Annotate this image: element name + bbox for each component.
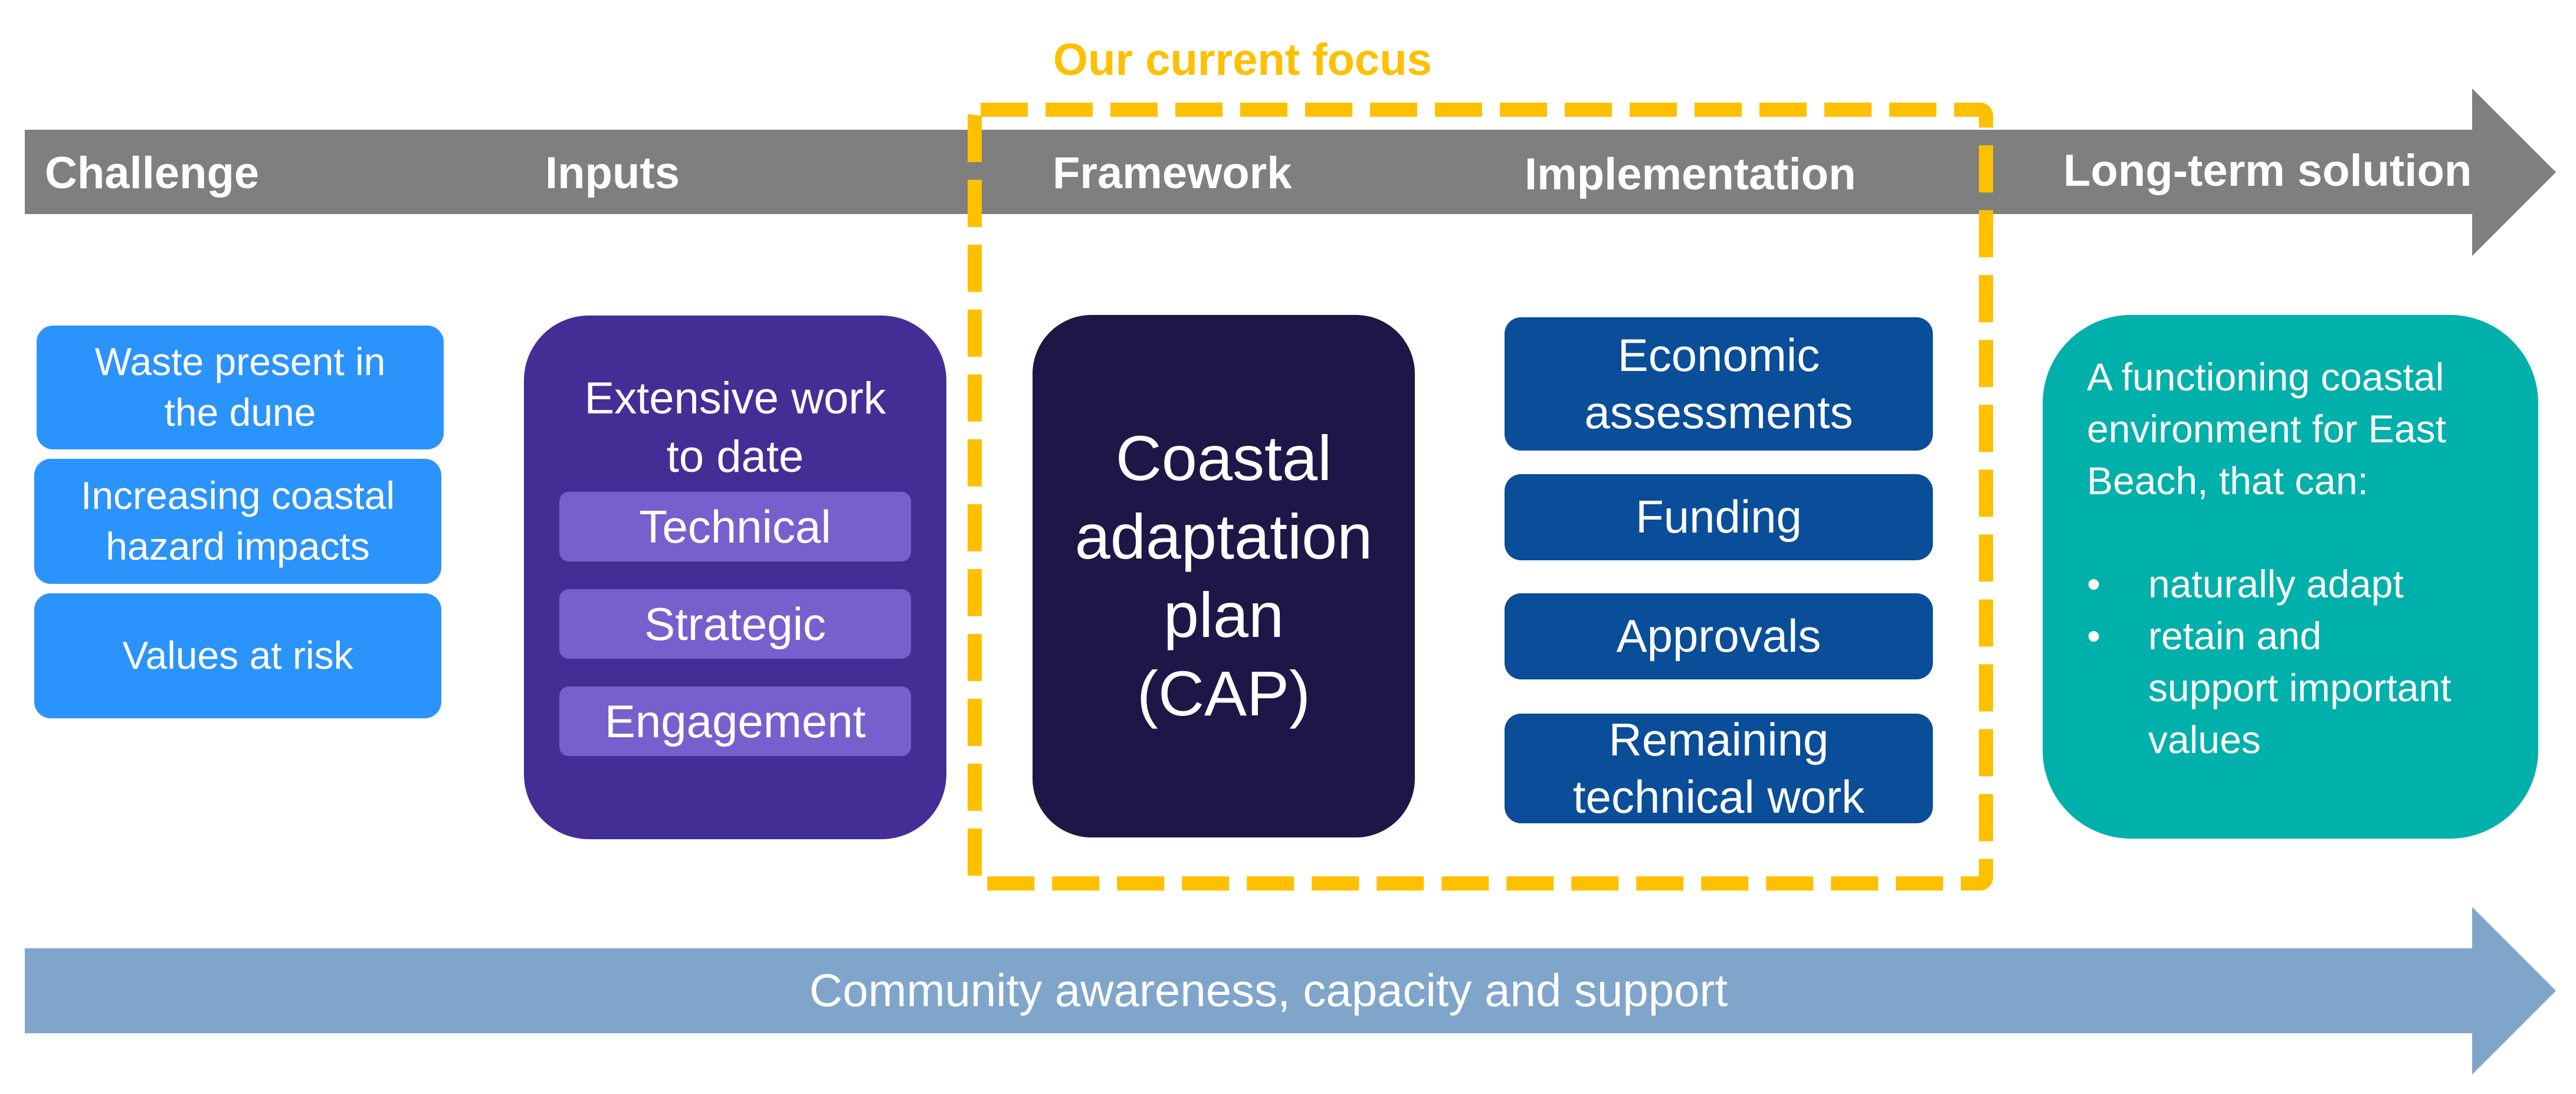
inputs-panel: Extensive work to date Technical Strateg…: [524, 316, 946, 839]
cap-text-line: Coastal: [1115, 422, 1332, 494]
challenge-text-line: Values at risk: [122, 633, 353, 678]
implementation-text-line: Approvals: [1616, 610, 1821, 662]
focus-title: Our current focus: [1053, 35, 1432, 85]
solution-intro-line: Beach, that can:: [2087, 458, 2368, 502]
implementation-text-line: Funding: [1636, 491, 1802, 543]
implementation-text-line: Economic: [1617, 328, 1820, 381]
stage-label-challenge: Challenge: [45, 148, 260, 198]
stage-label-long-term-solution: Long-term solution: [2063, 146, 2472, 196]
implementation-text-line: Remaining: [1608, 713, 1829, 766]
solution-bullet-line: retain and: [2148, 614, 2322, 658]
solution-intro-line: environment for East: [2087, 406, 2446, 451]
solution-bullet-line: naturally adapt: [2148, 562, 2404, 606]
community-arrow-label: Community awareness, capacity and suppor…: [809, 964, 1728, 1016]
cap-box: Coastal adaptation plan (CAP): [1033, 315, 1415, 837]
implementation-box-approvals: Approvals: [1505, 593, 1933, 679]
bullet-icon: •: [2087, 614, 2101, 658]
implementation-text-line: assessments: [1584, 386, 1853, 438]
input-chip-strategic: Strategic: [559, 589, 911, 659]
challenge-box-hazard: Increasing coastal hazard impacts: [34, 459, 441, 584]
challenge-box-values: Values at risk: [34, 593, 441, 718]
focus-frame: [968, 103, 1993, 891]
timeline-arrow-shape: [25, 88, 2556, 256]
stage-label-implementation: Implementation: [1525, 149, 1856, 199]
implementation-box-funding: Funding: [1505, 474, 1933, 560]
inputs-title-line: to date: [666, 431, 804, 482]
challenge-text-line: hazard impacts: [106, 524, 370, 568]
implementation-text-line: technical work: [1572, 771, 1865, 823]
solution-box: A functioning coastal environment for Ea…: [2043, 315, 2538, 839]
stage-label-framework: Framework: [1053, 148, 1292, 198]
solution-intro-line: A functioning coastal: [2087, 355, 2444, 399]
solution-bullet-item: • retain and support important values: [2087, 610, 2452, 766]
challenge-text-line: Waste present in: [94, 340, 386, 384]
cap-text-line: adaptation: [1074, 501, 1373, 573]
solution-bullet-item: • naturally adapt: [2087, 559, 2452, 610]
inputs-title-line: Extensive work: [584, 373, 886, 423]
community-arrow-shape: [25, 907, 2556, 1075]
solution-bullet-line: values: [2148, 717, 2261, 761]
cap-text-line: (CAP): [1137, 657, 1310, 729]
input-chip-engagement: Engagement: [559, 686, 911, 756]
input-chip-technical: Technical: [559, 492, 911, 561]
bullet-icon: •: [2087, 562, 2101, 606]
challenge-box-waste: Waste present in the dune: [37, 326, 444, 449]
implementation-box-remaining: Remaining technical work: [1505, 714, 1933, 823]
solution-bullet-line: support important: [2148, 665, 2452, 709]
implementation-box-economic: Economic assessments: [1505, 317, 1933, 451]
challenge-text-line: Increasing coastal: [81, 474, 395, 518]
solution-bullet-list: • naturally adapt • retain and support i…: [2087, 559, 2452, 766]
inputs-title: Extensive work to date: [524, 370, 946, 487]
stage-label-inputs: Inputs: [545, 148, 680, 198]
challenge-text-line: the dune: [164, 390, 316, 434]
cap-text-line: plan: [1163, 579, 1284, 651]
